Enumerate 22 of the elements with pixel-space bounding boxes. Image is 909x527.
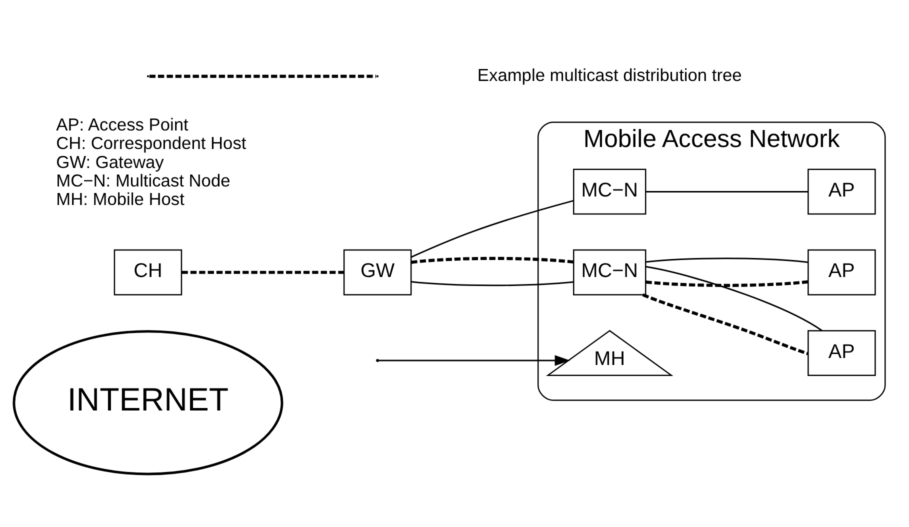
node-ellipse: INTERNET: [12, 330, 284, 475]
connector: [646, 265, 822, 331]
label: CH: Correspondent Host: [56, 132, 246, 153]
arrow: [378, 354, 570, 366]
connector: [182, 270, 344, 274]
node-box: CH: [114, 248, 182, 295]
connector: [411, 256, 574, 264]
connector: [646, 190, 808, 192]
connector: [646, 280, 808, 286]
label: AP: Access Point: [56, 114, 188, 134]
node-box: GW: [343, 248, 412, 295]
label: MH: Mobile Host: [56, 188, 184, 208]
legend-label: Example multicast distribution tree: [477, 64, 742, 84]
connector: [646, 257, 808, 263]
connector: [411, 280, 574, 286]
node-box: AP: [808, 168, 876, 214]
connector: [642, 292, 809, 355]
node-box: AP: [808, 330, 876, 376]
connector: [410, 199, 574, 258]
node-box: MC−N: [573, 168, 646, 214]
node-box: AP: [808, 248, 876, 295]
node-box: MC−N: [573, 248, 646, 295]
